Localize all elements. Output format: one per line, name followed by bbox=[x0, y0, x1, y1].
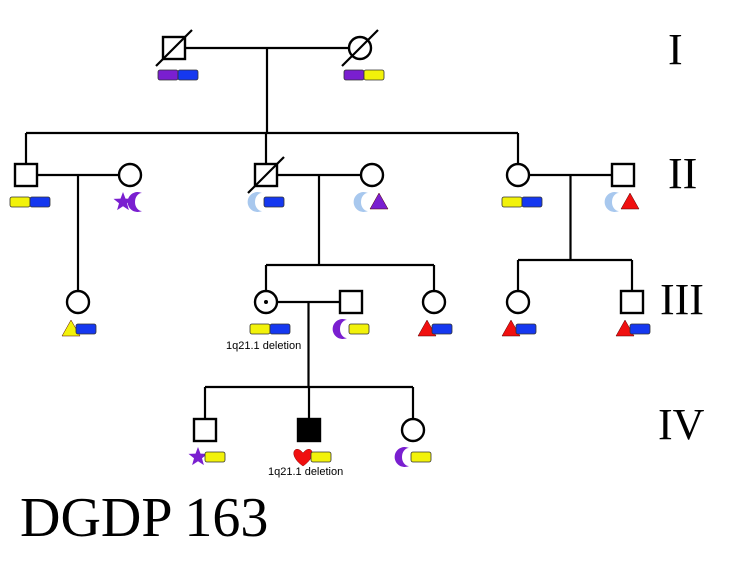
blue-bar-icon bbox=[29, 196, 51, 208]
carrier-dot bbox=[264, 300, 268, 304]
purple-bar-icon bbox=[157, 69, 179, 81]
blue-bar-icon bbox=[521, 196, 543, 208]
red-triangle-icon bbox=[417, 319, 437, 337]
yellow-bar-icon bbox=[410, 451, 432, 463]
female-symbol-IV-3 bbox=[400, 417, 426, 443]
deceased-slash bbox=[341, 29, 379, 67]
yellow-bar-icon bbox=[348, 323, 370, 335]
red-heart-icon bbox=[293, 449, 313, 467]
blue-bar-icon bbox=[75, 323, 97, 335]
purple-star-icon bbox=[188, 447, 208, 466]
red-triangle-icon bbox=[501, 319, 521, 337]
generation-label-1: I bbox=[668, 25, 683, 74]
blue-bar-icon bbox=[515, 323, 537, 335]
deceased-slash bbox=[247, 156, 285, 194]
yellow-bar-icon bbox=[363, 69, 385, 81]
yellow-bar-icon bbox=[501, 196, 523, 208]
lightblue-moon-icon bbox=[604, 191, 619, 212]
female-symbol-III-5 bbox=[505, 289, 531, 315]
female-symbol-II-2 bbox=[117, 162, 143, 188]
yellow-bar-icon bbox=[310, 451, 332, 463]
male-symbol-II-1 bbox=[13, 162, 39, 188]
red-triangle-icon bbox=[615, 319, 635, 337]
blue-bar-icon bbox=[263, 196, 285, 208]
generation-label-4: IV bbox=[658, 400, 705, 449]
blue-bar-icon bbox=[177, 69, 199, 81]
red-triangle-icon bbox=[620, 192, 640, 210]
annotation-III-2: 1q21.1 deletion bbox=[226, 340, 302, 352]
purple-moon-icon bbox=[332, 319, 347, 339]
pedigree-title: DGDP 163 bbox=[20, 487, 269, 549]
purple-moon-icon bbox=[394, 447, 409, 467]
male-symbol-III-3 bbox=[338, 289, 364, 315]
female-symbol-III-4 bbox=[421, 289, 447, 315]
female-symbol-II-4 bbox=[359, 162, 385, 188]
male-symbol-II-6 bbox=[610, 162, 636, 188]
female-symbol-II-5 bbox=[505, 162, 531, 188]
purple-moon-icon bbox=[127, 191, 142, 212]
blue-bar-icon bbox=[431, 323, 453, 335]
purple-star-icon bbox=[113, 192, 133, 211]
male-symbol-III-6 bbox=[619, 289, 645, 315]
yellow-triangle-icon bbox=[61, 319, 81, 337]
annotation-IV-2: 1q21.1 deletion bbox=[268, 466, 344, 478]
generation-label-2: II bbox=[668, 149, 698, 198]
female-symbol-III-1 bbox=[65, 289, 91, 315]
blue-bar-icon bbox=[269, 323, 291, 335]
lightblue-moon-icon bbox=[353, 191, 368, 212]
yellow-bar-icon bbox=[249, 323, 271, 335]
deceased-slash bbox=[155, 29, 193, 67]
generation-label-3: III bbox=[660, 275, 704, 324]
male-symbol-IV-1 bbox=[192, 417, 218, 443]
purple-triangle-icon bbox=[369, 192, 389, 210]
purple-bar-icon bbox=[343, 69, 365, 81]
yellow-bar-icon bbox=[9, 196, 31, 208]
yellow-bar-icon bbox=[204, 451, 226, 463]
male-symbol-IV-2 bbox=[296, 417, 322, 443]
lightblue-moon-icon bbox=[247, 191, 262, 212]
blue-bar-icon bbox=[629, 323, 651, 335]
